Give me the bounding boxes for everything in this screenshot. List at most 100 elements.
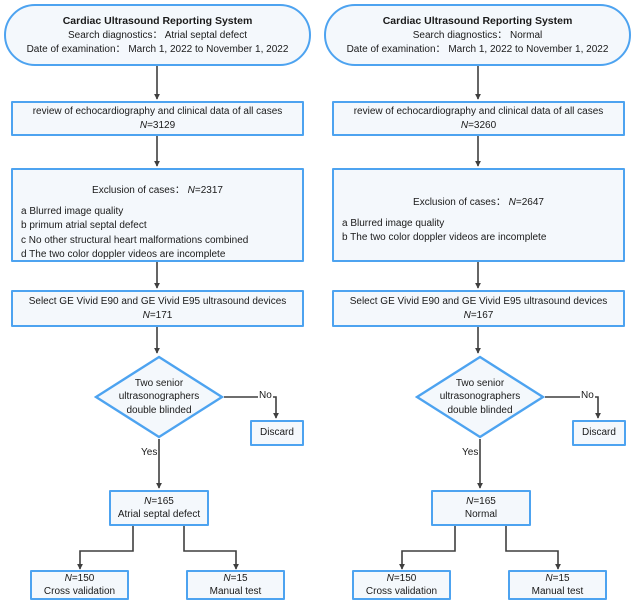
exclusion-item: a Blurred image quality	[21, 205, 124, 217]
split-n-right-0: N=150	[387, 572, 417, 586]
review-n-left: N=3129	[140, 119, 175, 133]
split-box-manual-test-right: N=15 Manual test	[508, 570, 607, 600]
result-text-right: Normal	[464, 509, 498, 520]
result-n-right: N=165	[466, 495, 496, 509]
decision-diamond-right: Two senior ultrasonographers double blin…	[415, 355, 545, 439]
result-n-left: N=165	[144, 495, 174, 509]
review-box-right: review of echocardiography and clinical …	[332, 101, 625, 136]
result-n-label-left: N	[144, 495, 152, 507]
review-box-left: review of echocardiography and clinical …	[11, 101, 304, 136]
split-n-label: N	[386, 572, 394, 584]
header-date-line-left: Date of examination： March 1, 2022 to No…	[27, 43, 289, 57]
exclusion-heading-left: Exclusion of cases： N=2317	[21, 184, 294, 198]
decision-line3-right: double blinded	[447, 404, 513, 416]
split-text: Manual test	[209, 586, 262, 597]
result-text-left: Atrial septal defect	[117, 509, 201, 520]
split-text: Manual test	[531, 586, 584, 597]
decision-line1-right: Two senior	[455, 377, 505, 389]
exclusion-n-value-right: =2647	[515, 197, 544, 208]
result-box-left: N=165 Atrial septal defect	[109, 490, 209, 526]
devices-n-value-right: =167	[470, 309, 494, 321]
exclusion-heading-text-right: Exclusion of cases：	[413, 197, 506, 208]
decision-line1-left: Two senior	[134, 377, 184, 389]
exclusion-item: b The two color doppler videos are incom…	[342, 232, 547, 243]
devices-n-right: N=167	[464, 309, 494, 323]
edge-label-no-right: No	[580, 390, 595, 401]
header-date-label-left: Date of examination：	[26, 43, 126, 55]
devices-n-label-right: N	[463, 309, 471, 321]
decision-line3-left: double blinded	[126, 404, 192, 416]
devices-n-value-left: =171	[149, 309, 173, 321]
split-n-value: =150	[393, 572, 417, 584]
split-n-value: =150	[71, 572, 95, 584]
split-n-left-1: N=15	[223, 572, 247, 586]
result-box-right: N=165 Normal	[431, 490, 531, 526]
review-text-right: review of echocardiography and clinical …	[353, 106, 604, 117]
exclusion-n-value-left: =2317	[194, 185, 223, 196]
result-n-value-left: =165	[151, 495, 174, 507]
review-n-label-left: N	[139, 119, 148, 131]
header-search-label-right: Search diagnostics：	[412, 30, 508, 42]
decision-label-left: Two senior ultrasonographers double blin…	[94, 355, 224, 439]
split-box-manual-test-left: N=15 Manual test	[186, 570, 285, 600]
exclusion-n-label-right: N	[508, 197, 516, 208]
header-date-label-right: Date of examination：	[346, 43, 446, 55]
review-n-value-right: =3260	[468, 119, 497, 131]
header-date-line-right: Date of examination： March 1, 2022 to No…	[347, 43, 609, 57]
devices-n-left: N=171	[143, 309, 173, 323]
split-n-label: N	[545, 572, 553, 584]
split-box-cross-validation-right: N=150 Cross validation	[352, 570, 451, 600]
split-text: Cross validation	[365, 586, 438, 597]
split-n-value: =15	[230, 572, 248, 584]
exclusion-box-right: Exclusion of cases： N=2647 a Blurred ima…	[332, 168, 625, 262]
exclusion-heading-text-left: Exclusion of cases：	[92, 185, 185, 196]
edge-label-no-left: No	[258, 390, 273, 401]
split-n-right-1: N=15	[545, 572, 569, 586]
exclusion-item: b primum atrial septal defect	[21, 220, 147, 231]
edge-label-yes-right: Yes	[461, 447, 480, 458]
diamond-shape-icon	[94, 355, 224, 439]
header-search-value-right: Normal	[510, 30, 543, 42]
discard-box-left: Discard	[250, 420, 304, 446]
discard-label-left: Discard	[260, 427, 294, 439]
split-box-cross-validation-left: N=150 Cross validation	[30, 570, 129, 600]
decision-line2-right: ultrasonographers	[439, 391, 521, 403]
result-n-label-right: N	[466, 495, 474, 507]
decision-label-right: Two senior ultrasonographers double blin…	[415, 355, 545, 439]
review-text-left: review of echocardiography and clinical …	[32, 106, 283, 117]
exclusion-n-label-left: N	[187, 185, 195, 196]
header-box-right: Cardiac Ultrasound Reporting System Sear…	[324, 4, 631, 66]
exclusion-box-left: Exclusion of cases： N=2317 a Blurred ima…	[11, 168, 304, 262]
split-n-label: N	[64, 572, 72, 584]
devices-box-left: Select GE Vivid E90 and GE Vivid E95 ult…	[11, 290, 304, 327]
split-n-left-0: N=150	[65, 572, 95, 586]
review-n-value-left: =3129	[147, 119, 176, 131]
split-text: Cross validation	[43, 586, 116, 597]
decision-line2-left: ultrasonographers	[118, 391, 200, 403]
devices-box-right: Select GE Vivid E90 and GE Vivid E95 ult…	[332, 290, 625, 327]
devices-text-left: Select GE Vivid E90 and GE Vivid E95 ult…	[28, 296, 287, 307]
diamond-shape-icon	[415, 355, 545, 439]
header-search-line-right: Search diagnostics： Normal	[413, 29, 543, 43]
header-search-value-left: Atrial septal defect	[164, 30, 247, 42]
discard-label-right: Discard	[582, 427, 616, 439]
discard-box-right: Discard	[572, 420, 626, 446]
devices-n-label-left: N	[142, 309, 150, 321]
header-search-label-left: Search diagnostics：	[68, 30, 163, 42]
review-n-label-right: N	[460, 119, 469, 131]
result-n-value-right: =165	[473, 495, 496, 507]
devices-text-right: Select GE Vivid E90 and GE Vivid E95 ult…	[349, 296, 608, 307]
split-n-label: N	[223, 572, 231, 584]
header-title-right: Cardiac Ultrasound Reporting System	[382, 14, 573, 27]
review-n-right: N=3260	[461, 119, 496, 133]
exclusion-item: a Blurred image quality	[342, 217, 445, 229]
exclusion-item: c No other structural heart malformation…	[21, 234, 249, 246]
header-date-value-left: March 1, 2022 to November 1, 2022	[128, 43, 289, 55]
header-date-value-right: March 1, 2022 to November 1, 2022	[448, 43, 609, 55]
split-n-value: =15	[552, 572, 570, 584]
header-search-line-left: Search diagnostics： Atrial septal defect	[68, 29, 247, 43]
exclusion-heading-right: Exclusion of cases： N=2647	[342, 196, 615, 210]
decision-diamond-left: Two senior ultrasonographers double blin…	[94, 355, 224, 439]
header-title-left: Cardiac Ultrasound Reporting System	[62, 14, 253, 27]
